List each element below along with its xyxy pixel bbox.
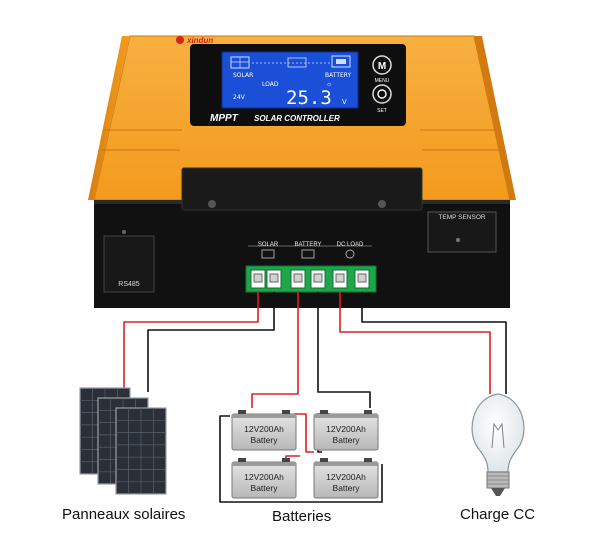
battery-capacity: 12V200Ah [244, 424, 284, 434]
screw-icon [335, 273, 345, 283]
battery-bank: 12V200AhBattery12V200AhBattery12V200AhBa… [231, 410, 379, 499]
set-button-label: SET [377, 108, 387, 114]
terminal-load-label: DC LOAD [337, 242, 364, 248]
wire-bank-link-1 [294, 413, 314, 453]
lcd-contents: SOLAR BATTERY LOAD ☼ 24V 25.3 V [230, 55, 352, 109]
terminal-load-icon [345, 249, 355, 259]
battery-terminal-icon [320, 410, 328, 414]
screw-icon [208, 200, 216, 208]
battery-capacity: 12V200Ah [326, 424, 366, 434]
controller-icon [287, 57, 307, 68]
screw-icon [269, 273, 279, 283]
brand-name: xindun [186, 36, 213, 45]
bulb-filament-icon [491, 422, 505, 449]
housing-left-edge [88, 36, 130, 200]
temp-sensor-label: TEMP SENSOR [438, 214, 486, 221]
caption-load: Charge CC [460, 506, 536, 523]
battery-label: Battery [333, 483, 361, 493]
wire-load-positive [339, 292, 491, 394]
battery-terminal-icon [364, 458, 372, 462]
battery-capacity: 12V200Ah [244, 472, 284, 482]
caption-batteries: Batteries [272, 508, 332, 525]
housing-fins [100, 129, 504, 151]
screw-icon [357, 273, 367, 283]
screw-icon [378, 200, 386, 208]
menu-icon: M [378, 61, 386, 72]
bulb-glass-icon [471, 393, 525, 473]
bulb-tip-icon [491, 488, 505, 496]
lcd-unit: V [342, 98, 347, 106]
bulb-icon: ☼ [326, 81, 332, 88]
cover-bracket [181, 167, 423, 211]
battery-label: Battery [251, 483, 279, 493]
terminal-battery-icon [301, 249, 315, 259]
rs485-label: RS485 [118, 281, 140, 288]
wire-battery-positive [251, 292, 299, 408]
terminal-screws [250, 269, 370, 289]
terminal-solar-icon [261, 249, 275, 259]
screw-icon [313, 273, 323, 283]
battery-terminal-icon [238, 410, 246, 414]
battery-label: Battery [251, 435, 279, 445]
lcd-load-label: LOAD [262, 81, 279, 88]
housing-right-edge [474, 36, 516, 200]
wire-solar-positive [123, 292, 259, 392]
wire-load-negative [361, 292, 507, 394]
wire-solar-negative [147, 292, 275, 392]
menu-button-label: MENU [375, 78, 390, 84]
terminal-solar-label: SOLAR [258, 242, 279, 248]
gear-icon [377, 89, 387, 99]
battery-label: Battery [333, 435, 361, 445]
battery-terminal-icon [282, 410, 290, 414]
brand-logo-icon [176, 36, 184, 44]
lcd-solar-label: SOLAR [233, 72, 253, 79]
wire-battery-negative [317, 292, 371, 408]
temp-sensor-port [427, 211, 497, 253]
terminal-battery-label: BATTERY [294, 242, 321, 248]
battery-terminal-icon [238, 458, 246, 462]
battery-terminal-icon [282, 458, 290, 462]
wire-bank-series [219, 415, 383, 503]
battery-icon [331, 55, 351, 68]
menu-button[interactable] [372, 55, 392, 75]
solar-panel-icon [115, 407, 167, 495]
terminal-labels: SOLAR BATTERY DC LOAD [248, 242, 372, 259]
device-title-sub: SOLAR CONTROLLER [254, 114, 340, 123]
lcd-system-voltage: 24V [233, 94, 246, 101]
light-bulb [471, 393, 525, 496]
screw-icon [293, 273, 303, 283]
battery-capacity: 12V200Ah [326, 472, 366, 482]
set-button[interactable] [372, 84, 392, 104]
caption-solar-panels: Panneaux solaires [62, 506, 186, 523]
screw-icon [253, 273, 263, 283]
lcd-battery-label: BATTERY [325, 72, 352, 79]
battery-terminal-icon [320, 458, 328, 462]
rs485-port [103, 235, 155, 293]
solar-controller: RS485 TEMP SENSOR SOLAR BATTERY LOAD ☼ 2… [88, 35, 516, 308]
device-title-main: MPPT [210, 113, 239, 124]
battery-terminal-icon [364, 410, 372, 414]
solar-panels [79, 387, 167, 495]
lcd-reading: 25.3 [286, 87, 332, 109]
lcd-screen [221, 51, 359, 109]
